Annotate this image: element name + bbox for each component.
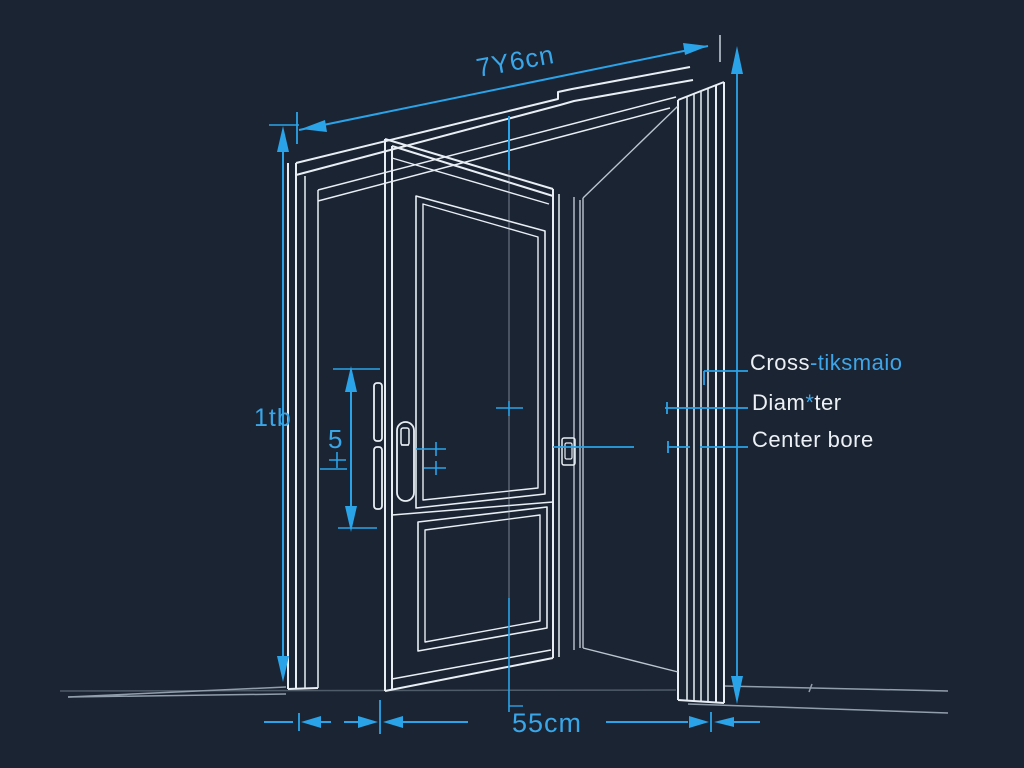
floor-lines <box>59 683 949 714</box>
door-frame <box>287 35 725 704</box>
door-hardware <box>373 382 576 510</box>
dimension-arrow <box>301 716 321 728</box>
handle-reference-ticks <box>416 442 446 475</box>
callout-diameter: Diam*ter <box>752 392 842 414</box>
door-lower-panel <box>417 506 548 652</box>
lock-height-dimension <box>320 366 380 532</box>
dimension-arrow <box>277 126 289 152</box>
callout-diameter-glitch: * <box>805 390 815 415</box>
door-handle <box>396 421 415 502</box>
dimension-arrow <box>689 716 709 728</box>
door-upper-panel <box>415 195 546 509</box>
lock-edge-plate-lower <box>373 446 383 510</box>
top-width-dimension <box>296 43 709 144</box>
right-height-dimension <box>731 46 743 704</box>
callout-cross-blue-part: -tiksmaio <box>809 350 903 375</box>
strike-plate <box>561 437 576 466</box>
handle-lever <box>400 427 410 446</box>
callout-leaders <box>553 370 748 453</box>
callout-cross-white-part: Cross <box>750 350 810 375</box>
lock-edge-plate-upper <box>373 382 383 442</box>
callout-diameter-part2: ter <box>814 390 842 415</box>
bottom-width-dimension <box>264 700 760 734</box>
callout-cross-section: Cross-tiksmaio <box>750 352 902 374</box>
lock-height-dimension-label: 5 <box>328 424 344 454</box>
frame-header <box>295 66 691 164</box>
dimension-arrow <box>345 506 357 532</box>
dimension-arrow <box>277 656 289 682</box>
dimension-arrow <box>714 717 734 727</box>
dimension-lines <box>264 43 760 734</box>
dimension-arrow <box>731 676 743 704</box>
dimension-arrow <box>358 716 378 728</box>
dimension-arrow <box>345 366 357 392</box>
left-height-dimension <box>269 124 299 682</box>
dimension-arrow <box>683 43 708 55</box>
center-line <box>496 116 523 712</box>
dimension-arrow <box>301 120 327 132</box>
dimension-arrow <box>383 716 403 728</box>
left-height-dimension-label: 1tb <box>254 404 292 432</box>
callout-diameter-part1: Diam <box>752 390 806 415</box>
bottom-width-dimension-label: 55cm <box>512 708 583 738</box>
doorway-interior <box>573 105 679 673</box>
door-panel <box>384 138 560 692</box>
dimension-arrow <box>731 46 743 74</box>
callout-center-bore: Center bore <box>752 427 874 452</box>
